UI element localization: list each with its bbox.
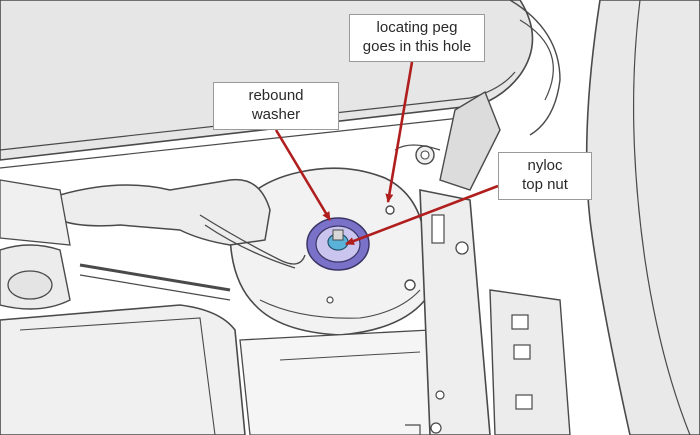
arrow-rebound-washer bbox=[274, 129, 332, 221]
hood-hinge bbox=[439, 90, 501, 191]
arrow-nyloc-nut bbox=[345, 184, 499, 246]
rebound-washer-label-line2: washer bbox=[251, 106, 301, 123]
locating-peg-label-line1: locating peg bbox=[376, 19, 458, 36]
wiring-harness bbox=[59, 178, 271, 246]
battery-box bbox=[0, 304, 246, 435]
nyloc-nut-label: nyloc top nut bbox=[498, 152, 592, 200]
frame-rail bbox=[419, 189, 491, 435]
rebound-washer-label-line1: rebound bbox=[248, 87, 304, 104]
rebound-washer-label: rebound washer bbox=[213, 82, 339, 130]
nyloc-nut-label-line1: nyloc bbox=[527, 157, 563, 174]
nyloc-nut-label-line2: top nut bbox=[522, 176, 568, 193]
fender-panel bbox=[585, 0, 700, 435]
arrow-locating-peg bbox=[385, 61, 414, 203]
locating-peg-label-line2: goes in this hole bbox=[362, 38, 472, 55]
locating-peg-label: locating peg goes in this hole bbox=[349, 14, 485, 62]
